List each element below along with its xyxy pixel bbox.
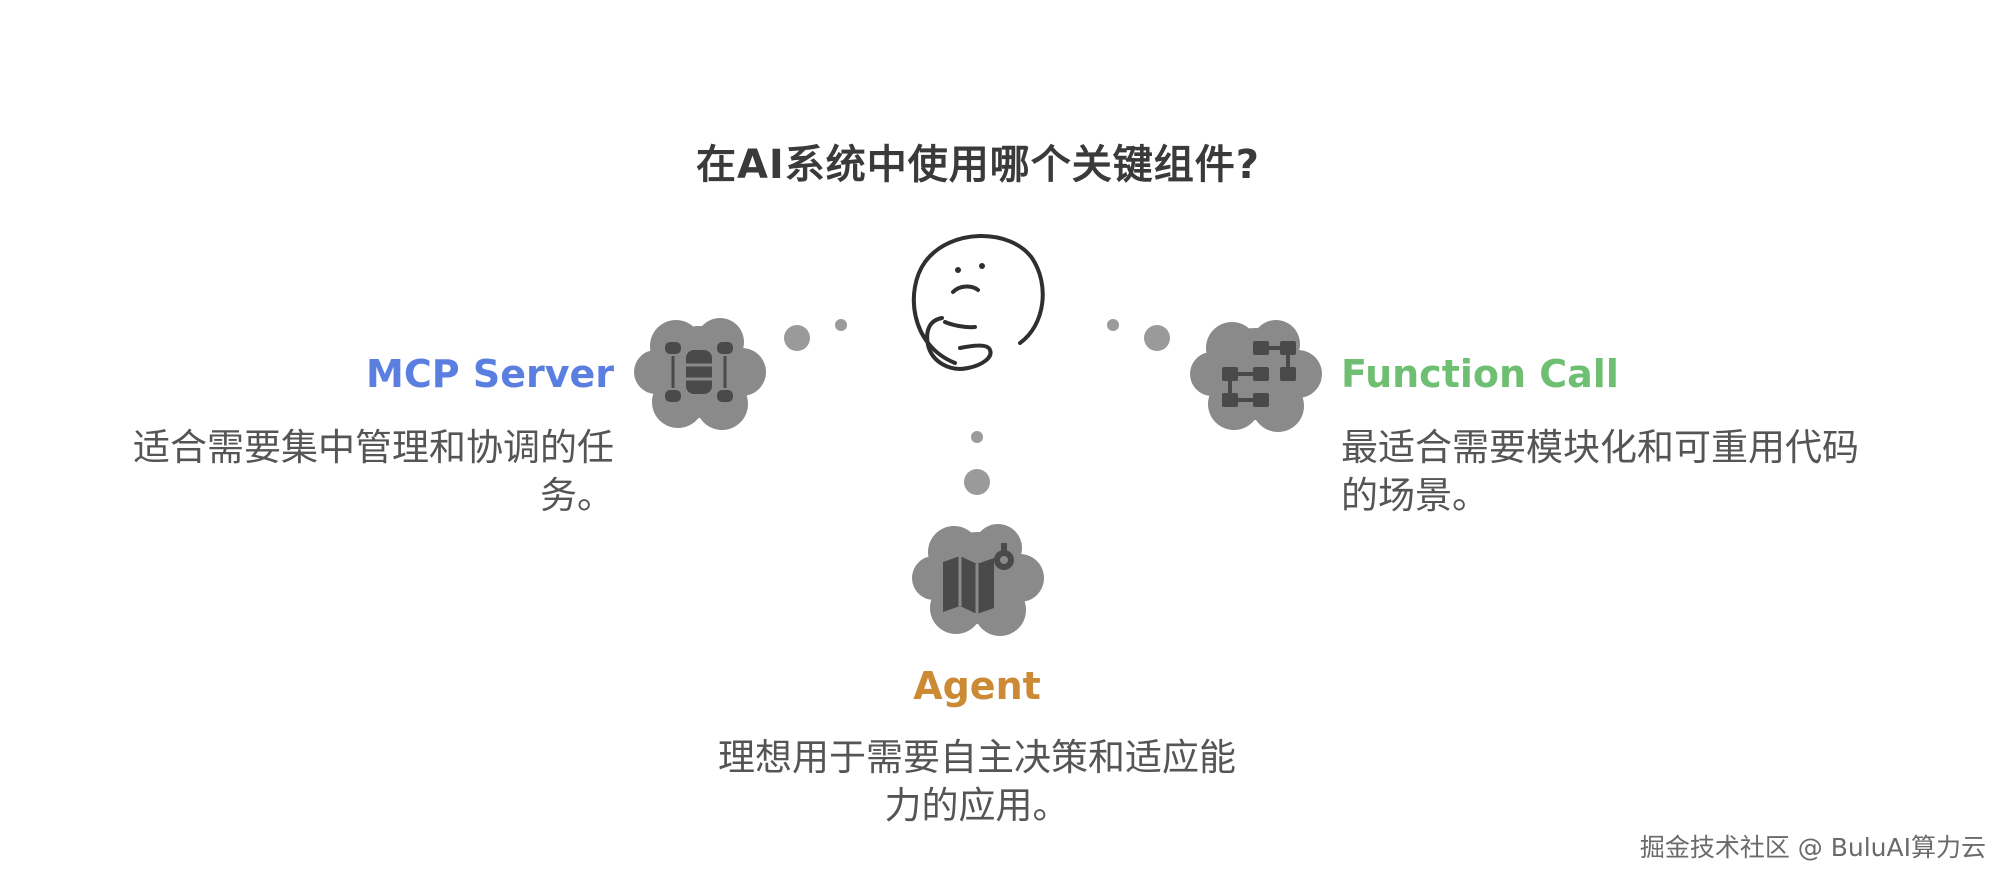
- diagram-title: 在AI系统中使用哪个关键组件?: [695, 142, 1261, 188]
- workflow-icon: [1222, 341, 1296, 407]
- function-call-description: 最适合需要模块化和可重用代码的场景。: [1341, 426, 1859, 517]
- connector-dot: [964, 469, 990, 495]
- agent-node-icon: [912, 524, 1044, 636]
- connector-dot: [784, 325, 810, 351]
- mcp-server-node-icon: [634, 318, 766, 430]
- connector-dot: [1144, 325, 1170, 351]
- agent-description: 理想用于需要自主决策和适应能力的应用。: [718, 736, 1236, 827]
- connector-dot: [1107, 319, 1119, 331]
- connector-dot: [835, 319, 847, 331]
- watermark-text: 掘金技术社区 @ BuluAI算力云: [1639, 833, 1986, 862]
- connector-dots: [784, 319, 1170, 495]
- mcp-server-label: MCP Server: [366, 352, 614, 396]
- database-network-icon: [665, 342, 733, 402]
- function-call-label: Function Call: [1341, 352, 1619, 396]
- connector-dot: [971, 431, 983, 443]
- mcp-server-description: 适合需要集中管理和协调的任务。: [133, 426, 614, 517]
- map-pin-icon: [943, 543, 1014, 614]
- agent-label: Agent: [913, 664, 1041, 708]
- function-call-node-icon: [1190, 320, 1322, 432]
- thinking-face-icon: [911, 234, 1045, 371]
